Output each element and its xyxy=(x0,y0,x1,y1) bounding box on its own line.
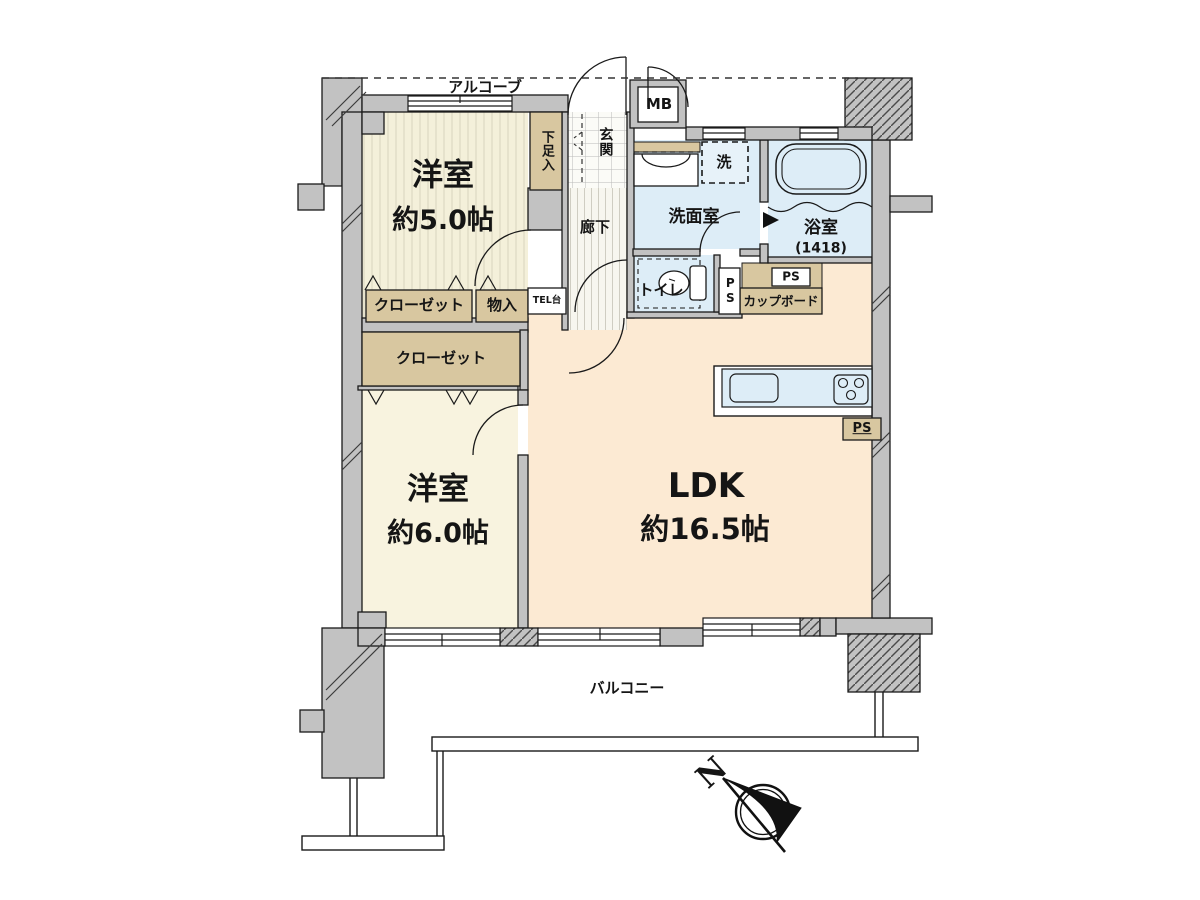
closet2-label: クローゼット xyxy=(395,349,487,368)
bathroom-name: 浴室 xyxy=(804,218,838,239)
room2-size: 約6.0帖 xyxy=(387,517,489,549)
wall-hatch-marks xyxy=(325,85,891,701)
alcove-label: アルコーブ xyxy=(448,78,522,97)
cupboard-box xyxy=(739,287,823,315)
bathroom-size: (1418) xyxy=(795,240,847,257)
room1-name: 洋室 xyxy=(412,157,474,194)
shoe-cabinet-label: 下足入 xyxy=(538,130,554,172)
closet2-box xyxy=(361,331,521,387)
kitchen-sink xyxy=(729,373,779,403)
vanity xyxy=(633,141,701,187)
closet-door-marks xyxy=(364,274,497,406)
entrance-label: 玄関 xyxy=(597,127,614,157)
entrance-floor xyxy=(568,112,627,188)
storage-label: 物入 xyxy=(486,296,518,315)
toilet-label: トイレ xyxy=(638,281,684,300)
closet1-label: クローゼット xyxy=(373,296,465,315)
balcony-label: バルコニー xyxy=(589,679,665,698)
storage-box xyxy=(475,289,529,323)
meter-box-label: MB xyxy=(645,95,673,114)
meter-box xyxy=(637,86,679,123)
door-arcs xyxy=(472,56,741,456)
ps-bath-label: PS xyxy=(782,269,800,284)
room2-floor xyxy=(358,390,518,628)
bath-door-icon xyxy=(763,212,779,228)
washer-pad xyxy=(701,141,749,184)
ps-toilet-label: PS xyxy=(723,276,738,306)
hallway-floor xyxy=(568,188,627,330)
ldk-floor xyxy=(528,263,872,628)
ps-kitchen-box xyxy=(842,417,882,441)
room1-floor xyxy=(362,112,528,320)
hallway-label: 廊下 xyxy=(579,218,611,237)
room1-size: 約5.0帖 xyxy=(392,204,494,236)
ldk-name: LDK xyxy=(667,466,745,507)
ps-toilet-box xyxy=(718,267,741,315)
ldk-size: 約16.5帖 xyxy=(640,511,770,546)
cupboard-label: カップボード xyxy=(743,293,819,309)
windows xyxy=(384,95,839,647)
kitchen-counter xyxy=(713,365,873,417)
toilet-fixture xyxy=(637,258,707,309)
shoe-cabinet xyxy=(529,111,563,191)
tel-stand-box xyxy=(527,287,567,315)
dashed-lines xyxy=(322,77,858,186)
ps-bath-box xyxy=(771,267,811,287)
ps-kitchen-label: PS xyxy=(852,421,872,437)
tel-stand-label: TEL台 xyxy=(532,295,562,307)
balcony-railing xyxy=(301,690,919,851)
bathtub xyxy=(767,143,873,213)
laundry-label: 洗 xyxy=(716,153,732,172)
washroom-label: 洗面室 xyxy=(668,207,720,228)
closet1-box xyxy=(365,289,473,323)
compass xyxy=(722,777,802,853)
room2-name: 洋室 xyxy=(407,471,469,508)
